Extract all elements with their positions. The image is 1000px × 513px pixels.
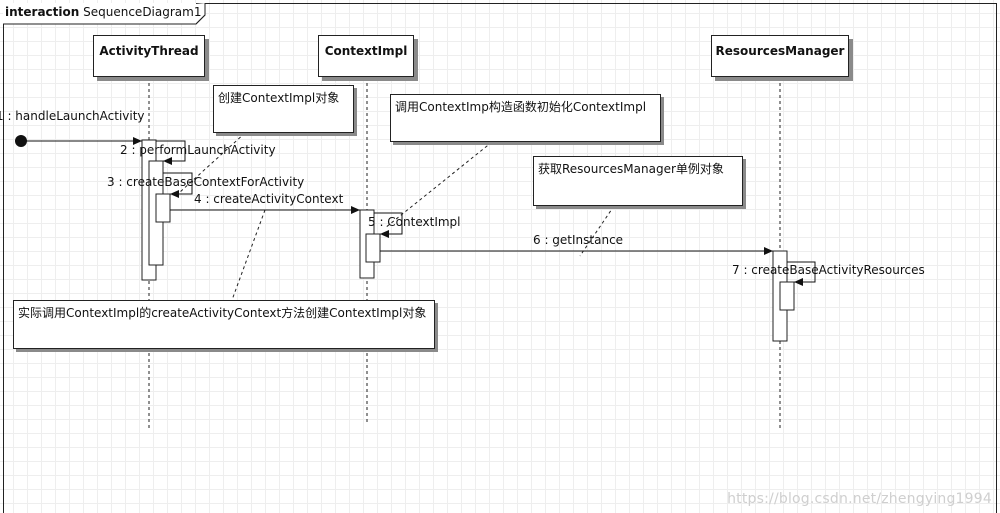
message-7-line: [787, 261, 816, 286]
message-5-line: [374, 212, 403, 238]
message-6-label: 6 : getInstance: [533, 233, 624, 247]
message-3-label: 3 : createBaseContextForActivity: [107, 175, 305, 189]
frame-keyword: interaction: [5, 5, 80, 19]
message-5-label: 5 : ContextImpl: [368, 215, 461, 229]
note-connector-1: [179, 132, 246, 193]
note-3[interactable]: 获取ResourcesManager单例对象: [533, 156, 743, 206]
message-2-label: 2 : performLaunchActivity: [120, 143, 276, 157]
message-4-label: 4 : createActivityContext: [194, 192, 344, 206]
lifeline-activitythread[interactable]: ActivityThread: [93, 35, 205, 77]
activation-rm-2: [779, 281, 795, 311]
message-2-line: [156, 140, 186, 165]
frame-name: SequenceDiagram1: [83, 5, 202, 19]
watermark: https://blog.csdn.net/zhengying1994: [727, 491, 992, 507]
note-4[interactable]: 实际调用ContextImpl的createActivityContext方法创…: [13, 300, 435, 349]
message-7-label: 7 : createBaseActivityResources: [732, 263, 925, 277]
note-1[interactable]: 创建ContextImpl对象: [213, 85, 354, 133]
frame-tab-outline: [3, 3, 206, 25]
note-2-text: 调用ContextImp构造函数初始化ContextImpl: [395, 100, 647, 114]
activation-at-3: [155, 193, 171, 223]
lifeline-resourcesmanager-label: ResourcesManager: [715, 44, 845, 58]
interaction-frame: [3, 3, 997, 513]
message-1-label: 1 : handleLaunchActivity: [0, 109, 145, 123]
frame-title: interaction SequenceDiagram1: [3, 3, 201, 24]
note-connector-3: [579, 205, 615, 257]
note-connector-2: [384, 141, 493, 229]
lifeline-activitythread-label: ActivityThread: [99, 44, 199, 58]
note-1-text: 创建ContextImpl对象: [218, 91, 340, 105]
note-4-text: 实际调用ContextImpl的createActivityContext方法创…: [18, 306, 427, 320]
lifeline-resourcesmanager[interactable]: ResourcesManager: [711, 35, 849, 77]
lifeline-contextimpl[interactable]: ContextImpl: [318, 35, 414, 77]
note-connector-4: [231, 209, 266, 301]
lifeline-contextimpl-label: ContextImpl: [324, 44, 408, 58]
note-2[interactable]: 调用ContextImp构造函数初始化ContextImpl: [390, 94, 661, 142]
note-3-text: 获取ResourcesManager单例对象: [538, 162, 724, 176]
message-3-line: [163, 172, 193, 198]
activation-ci-2: [365, 233, 381, 263]
